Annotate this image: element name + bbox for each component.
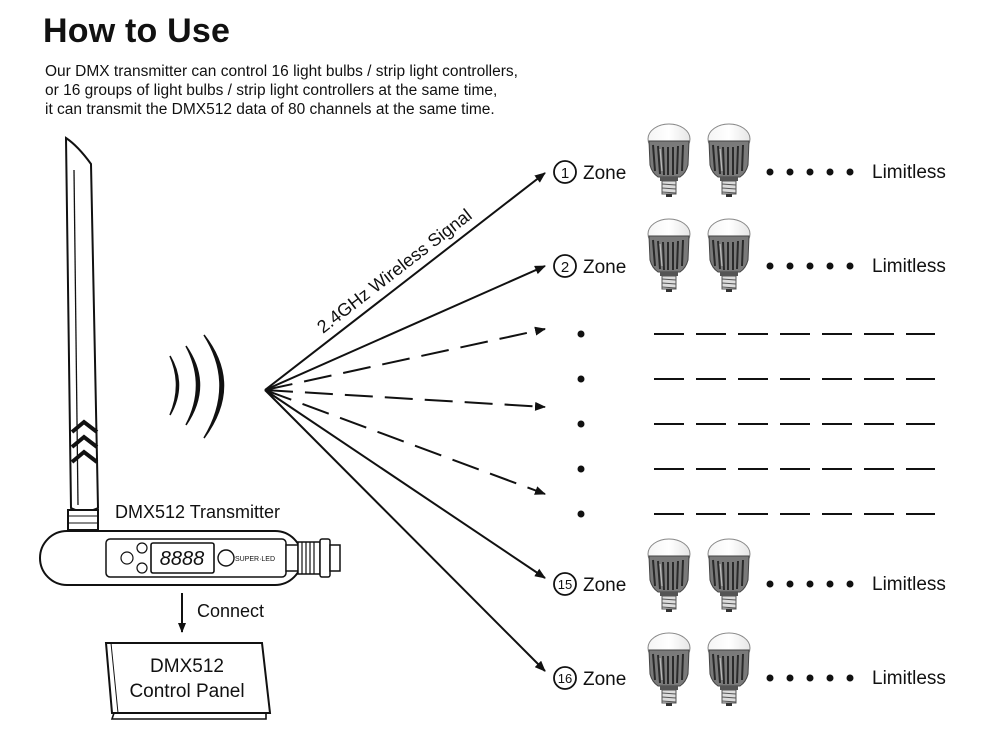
arrow-zone-2 (264, 265, 546, 391)
zone-number: 15 (558, 577, 572, 592)
description-line: it can transmit the DMX512 data of 80 ch… (45, 101, 495, 118)
transmitter-display: 8888 (160, 548, 205, 570)
dashed-arrow (264, 389, 546, 495)
dashed-arrow (264, 389, 546, 411)
zone-label: Zone (583, 669, 626, 690)
zone-number-badge (553, 254, 577, 278)
description-line: Our DMX transmitter can control 16 light… (45, 63, 518, 80)
light-bulb-icon (707, 218, 751, 293)
ellipsis-dots-icon (766, 262, 854, 270)
page-title: How to Use (43, 12, 231, 50)
light-bulb-icon (647, 538, 691, 613)
light-bulb-icon (707, 123, 751, 198)
connect-label: Connect (197, 601, 264, 621)
dmx512-transmitter: 8888 SUPER·LED (39, 530, 341, 586)
arrow-zone-16 (264, 389, 546, 672)
dashed-arrow (264, 326, 546, 391)
zone-row-15: 15 Zone Limitless (553, 538, 946, 613)
transmitter-label: DMX512 Transmitter (115, 502, 280, 522)
arrow-zone-15 (264, 389, 546, 579)
zone-end-label: Limitless (872, 574, 946, 595)
light-bulb-icon (707, 538, 751, 613)
zone-end-label: Limitless (872, 668, 946, 689)
light-bulb-icon (707, 632, 751, 707)
antenna (64, 136, 100, 531)
zone-number: 2 (561, 259, 569, 276)
light-bulb-icon (647, 123, 691, 198)
zone-row-2: 2 Zone Limitless (553, 218, 946, 293)
control-panel-line-1: DMX512 (150, 656, 224, 677)
description: Our DMX transmitter can control 16 light… (45, 62, 518, 119)
zone-end-label: Limitless (872, 256, 946, 277)
light-bulb-icon (647, 632, 691, 707)
ellipsis-dots-icon (766, 168, 854, 176)
light-bulb-icon (647, 218, 691, 293)
transmitter-brand: SUPER·LED (235, 556, 275, 563)
arrow-zone-1 (264, 172, 546, 391)
zone-row-16: 16 Zone Limitless (553, 632, 946, 707)
signal-arrows (264, 172, 546, 672)
dmx512-control-panel: DMX512 Control Panel (104, 642, 272, 720)
zone-label: Zone (583, 575, 626, 596)
zone-number: 16 (558, 671, 572, 686)
control-panel-line-2: Control Panel (129, 681, 244, 702)
zone-label: Zone (583, 257, 626, 278)
placeholder-rows (577, 330, 935, 518)
ellipsis-dots-icon (766, 580, 854, 588)
zone-number-badge (553, 572, 577, 596)
radio-waves-icon (169, 334, 225, 439)
zone-row-1: 1 Zone Limitless (553, 123, 946, 198)
zone-end-label: Limitless (872, 162, 946, 183)
xlr-connector (297, 538, 341, 578)
zone-number: 1 (561, 165, 569, 182)
zone-number-badge (553, 160, 577, 184)
zone-label: Zone (583, 163, 626, 184)
ellipsis-dots-icon (766, 674, 854, 682)
signal-label: 2.4GHz Wireless Signal (313, 205, 475, 337)
zone-number-badge (553, 666, 577, 690)
description-line: or 16 groups of light bulbs / strip ligh… (45, 82, 498, 99)
